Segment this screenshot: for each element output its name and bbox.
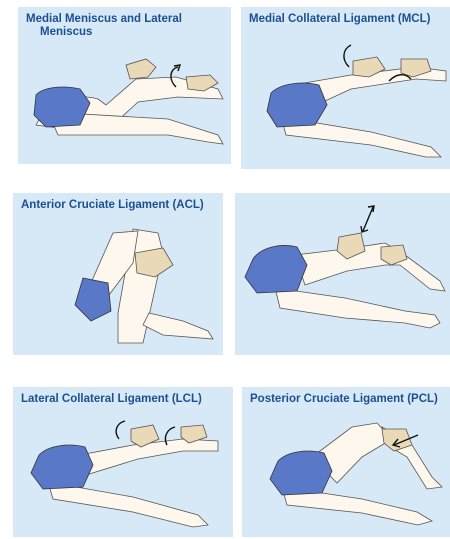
knee-test-illustration	[235, 193, 450, 355]
panel-lcl: Lateral Collateral Ligament (LCL)	[13, 387, 233, 537]
acl-test-illustration	[13, 193, 223, 355]
mcl-test-illustration	[241, 7, 450, 169]
curved-arrow-icon	[116, 421, 125, 439]
panel-medial-lateral-meniscus: Medial Meniscus and Lateral Meniscus	[18, 7, 231, 164]
panel-acl: Anterior Cruciate Ligament (ACL)	[13, 193, 223, 355]
meniscus-test-illustration	[18, 7, 231, 164]
panel-mcl: Medial Collateral Ligament (MCL)	[241, 7, 450, 169]
pcl-test-illustration	[242, 387, 450, 537]
double-arrow-icon	[363, 207, 373, 231]
curved-arrow-icon	[344, 45, 351, 67]
panel-pcl: Posterior Cruciate Ligament (PCL)	[242, 387, 450, 537]
lcl-test-illustration	[13, 387, 233, 537]
panel-knee-test	[235, 193, 450, 355]
